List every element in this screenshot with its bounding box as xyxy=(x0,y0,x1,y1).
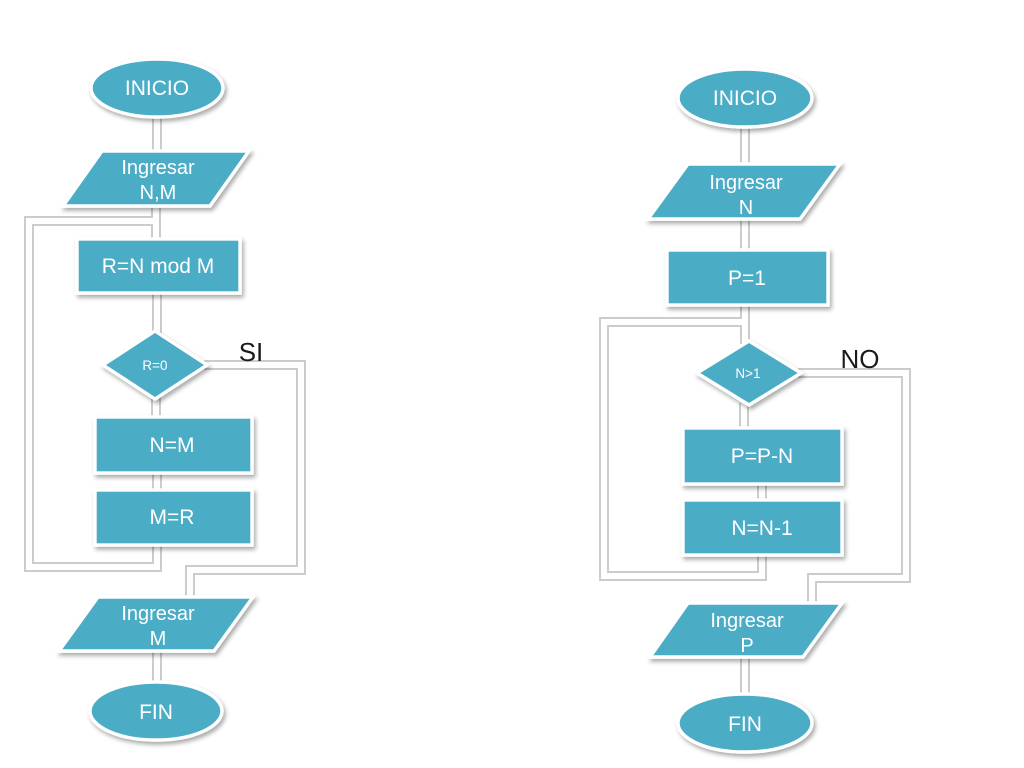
process1-label: R=N mod M xyxy=(102,255,215,278)
decision-diamond xyxy=(99,328,211,402)
input-top-line2: N xyxy=(739,197,753,219)
input-bottom-line1: Ingresar xyxy=(121,603,195,625)
connector-loop-back xyxy=(601,319,765,579)
process3-label: N=N-1 xyxy=(731,517,792,540)
process-box-3 xyxy=(93,488,254,547)
decision-label: N>1 xyxy=(735,366,760,381)
connector-branch-no xyxy=(798,370,909,606)
process-box-2 xyxy=(93,415,254,475)
process2-label: N=M xyxy=(150,434,195,457)
connector-branch-no xyxy=(798,368,911,606)
decision-label: R=0 xyxy=(142,358,167,373)
process1-label: P=1 xyxy=(728,267,766,290)
end-label: FIN xyxy=(139,701,173,724)
end-label: FIN xyxy=(728,713,762,736)
input-bottom-line2: M xyxy=(150,628,167,650)
process2-label: P=P-N xyxy=(731,445,793,468)
input-parallelogram-bottom xyxy=(55,595,257,653)
input-bottom-line1: Ingresar xyxy=(710,610,784,632)
input-parallelogram-top xyxy=(59,149,253,208)
start-label: INICIO xyxy=(713,87,777,110)
flowchart-left: INICIO Ingresar N,M R=N mod M R=0 N=M M=… xyxy=(24,57,306,742)
right-node-labels: INICIO Ingresar N P=1 N>1 P=P-N N=N-1 In… xyxy=(709,87,793,736)
input-top-line2: N,M xyxy=(140,182,177,204)
process-box-2 xyxy=(681,426,844,486)
end-terminator xyxy=(676,692,814,754)
connector-loop-back xyxy=(26,218,160,570)
start-terminator xyxy=(89,57,225,119)
input-parallelogram-bottom xyxy=(646,601,846,659)
connector-branch-si xyxy=(187,362,304,600)
start-terminator xyxy=(676,67,814,129)
decision-diamond xyxy=(693,339,805,407)
input-bottom-line2: P xyxy=(740,635,753,657)
process3-label: M=R xyxy=(150,506,195,529)
process-box-1 xyxy=(665,248,830,307)
input-parallelogram-top xyxy=(644,162,844,221)
start-label: INICIO xyxy=(125,77,189,100)
connector-branch-si xyxy=(185,360,306,600)
left-node-labels: INICIO Ingresar N,M R=N mod M R=0 N=M M=… xyxy=(102,77,215,724)
process-box-1 xyxy=(75,237,242,295)
branch-label-si: SI xyxy=(239,337,264,367)
branch-label-no: NO xyxy=(841,344,880,374)
flowchart-right: INICIO Ingresar N P=1 N>1 P=P-N N=N-1 In… xyxy=(599,67,911,754)
input-top-line1: Ingresar xyxy=(709,172,783,194)
end-terminator xyxy=(88,680,224,742)
process-box-3 xyxy=(681,498,844,557)
input-top-line1: Ingresar xyxy=(121,157,195,179)
